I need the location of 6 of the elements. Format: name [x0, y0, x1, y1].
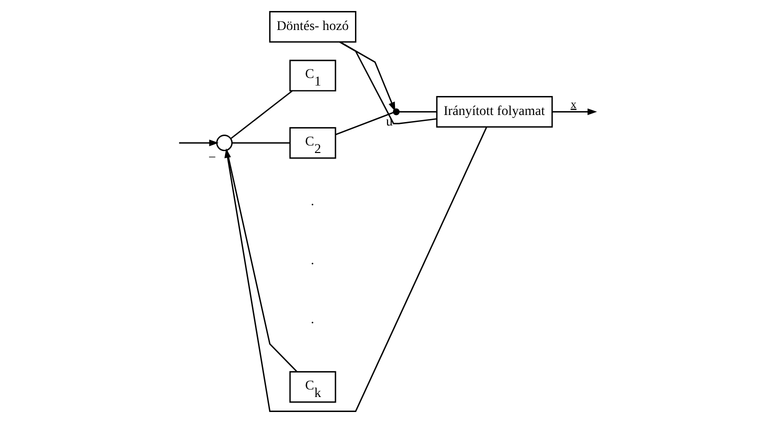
node-label: − [208, 149, 216, 164]
edge-label: x [570, 98, 577, 111]
label: · [310, 315, 315, 330]
node-label: u [386, 113, 393, 128]
label: · [310, 197, 315, 212]
label: · [310, 256, 315, 272]
